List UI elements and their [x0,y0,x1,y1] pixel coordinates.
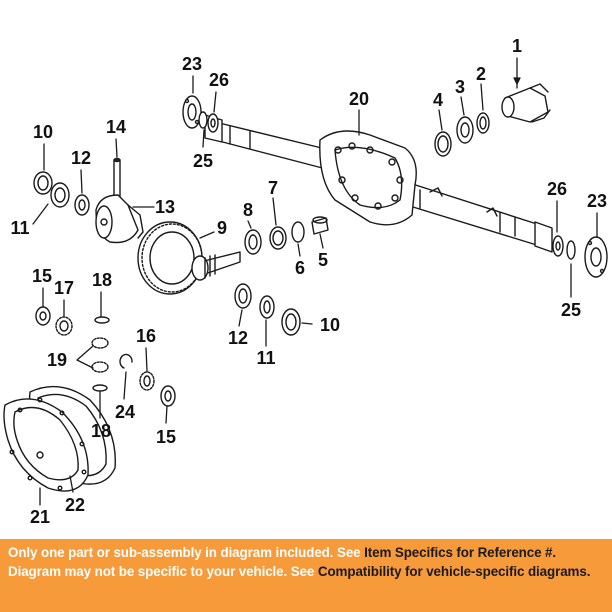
callout-14: 14 [106,117,126,137]
callout-25-left: 25 [193,151,213,171]
differential-cover-part [3,397,89,492]
notice-line-1: Only one part or sub-assembly in diagram… [8,543,604,562]
pinion-washer-lower-part [92,384,108,392]
leader-lines [32,57,598,506]
crush-sleeve-part [311,216,329,235]
callout-2: 2 [476,64,486,84]
cross-shaft-part [113,157,121,201]
callout-12-left: 12 [71,148,91,168]
callout-19: 19 [47,350,67,370]
differential-case-part [95,194,144,244]
callout-18-top: 18 [92,270,112,290]
notice-line-2-text: Diagram may not be specific to your vehi… [8,564,318,579]
callout-21: 21 [30,507,50,527]
callout-8: 8 [243,200,253,220]
axle-bearing-right-part [552,235,564,257]
pinion-gear-lower-part [91,361,109,373]
axle-flange-right-part [584,236,608,278]
callout-11-left: 11 [10,218,29,238]
pinion-race-inner-part [269,226,287,250]
carrier-shim-left-part [74,194,90,216]
lock-ring-part [119,353,133,369]
callout-26-right: 26 [547,179,567,199]
callout-1: 1 [512,36,522,56]
callout-16: 16 [136,326,156,346]
notice-banner: Only one part or sub-assembly in diagram… [0,539,612,612]
pinion-bearing-inner-part [244,229,262,255]
callout-6: 6 [295,258,305,278]
callout-25-right: 25 [561,300,581,320]
callout-7: 7 [268,178,278,198]
pinion-shim-part [291,221,305,243]
callout-22: 22 [65,495,85,515]
callout-10-left: 10 [33,122,53,142]
callout-15-bottom: 15 [156,427,176,447]
notice-line-1-highlight: Item Specifics for Reference #. [364,545,557,560]
side-gear-left-part [55,316,73,336]
side-gear-right-part [139,371,155,391]
callout-24: 24 [115,402,135,422]
pinion-washer-upper-part [94,316,110,324]
pinion-yoke-part [501,83,551,123]
thrust-washer-right-part [160,385,176,407]
callout-12-right: 12 [228,328,248,348]
pinion-gear-upper-part [91,337,109,349]
carrier-race-left-part [33,171,53,195]
callout-23-left: 23 [182,54,202,74]
carrier-bearing-right-part [234,283,252,309]
axle-housing-part [204,114,553,253]
callout-labels: 1 2 3 4 5 6 7 8 9 10 10 11 11 12 12 13 1… [10,36,607,527]
notice-line-2: Diagram may not be specific to your vehi… [8,562,604,581]
pinion-bearing-outer-part [456,116,474,144]
callout-10-right: 10 [320,315,340,335]
callout-11-right: 11 [256,348,275,368]
pinion-seal-part [476,112,490,134]
axle-seal-right-part [566,240,576,260]
parts-diagram: 1 2 3 4 5 6 7 8 9 10 10 11 11 12 12 13 1… [3,36,608,527]
pinion-race-outer-part [434,131,452,157]
callout-15-top: 15 [32,266,52,286]
callout-26-left: 26 [209,70,229,90]
axle-flange-left-part [182,95,202,129]
axle-seal-left-part [198,111,208,129]
callout-4: 4 [433,90,443,110]
thrust-washer-left-part [35,306,51,326]
carrier-bearing-left-part [50,182,70,208]
callout-5: 5 [318,250,328,270]
callout-20: 20 [349,89,369,109]
ring-gear-part [137,221,203,295]
callout-23-right: 23 [587,191,607,211]
callout-18-bottom: 18 [91,421,111,441]
notice-line-2-highlight: Compatibility for vehicle-specific diagr… [317,564,591,579]
callout-13: 13 [155,197,175,217]
carrier-shim-right-part [259,295,275,319]
carrier-race-right-part [281,308,301,336]
notice-line-1-text: Only one part or sub-assembly in diagram… [8,545,365,560]
drive-pinion-part [191,251,241,281]
callout-3: 3 [455,77,465,97]
axle-bearing-left-part [207,113,219,133]
callout-17: 17 [54,278,74,298]
callout-9: 9 [217,218,227,238]
